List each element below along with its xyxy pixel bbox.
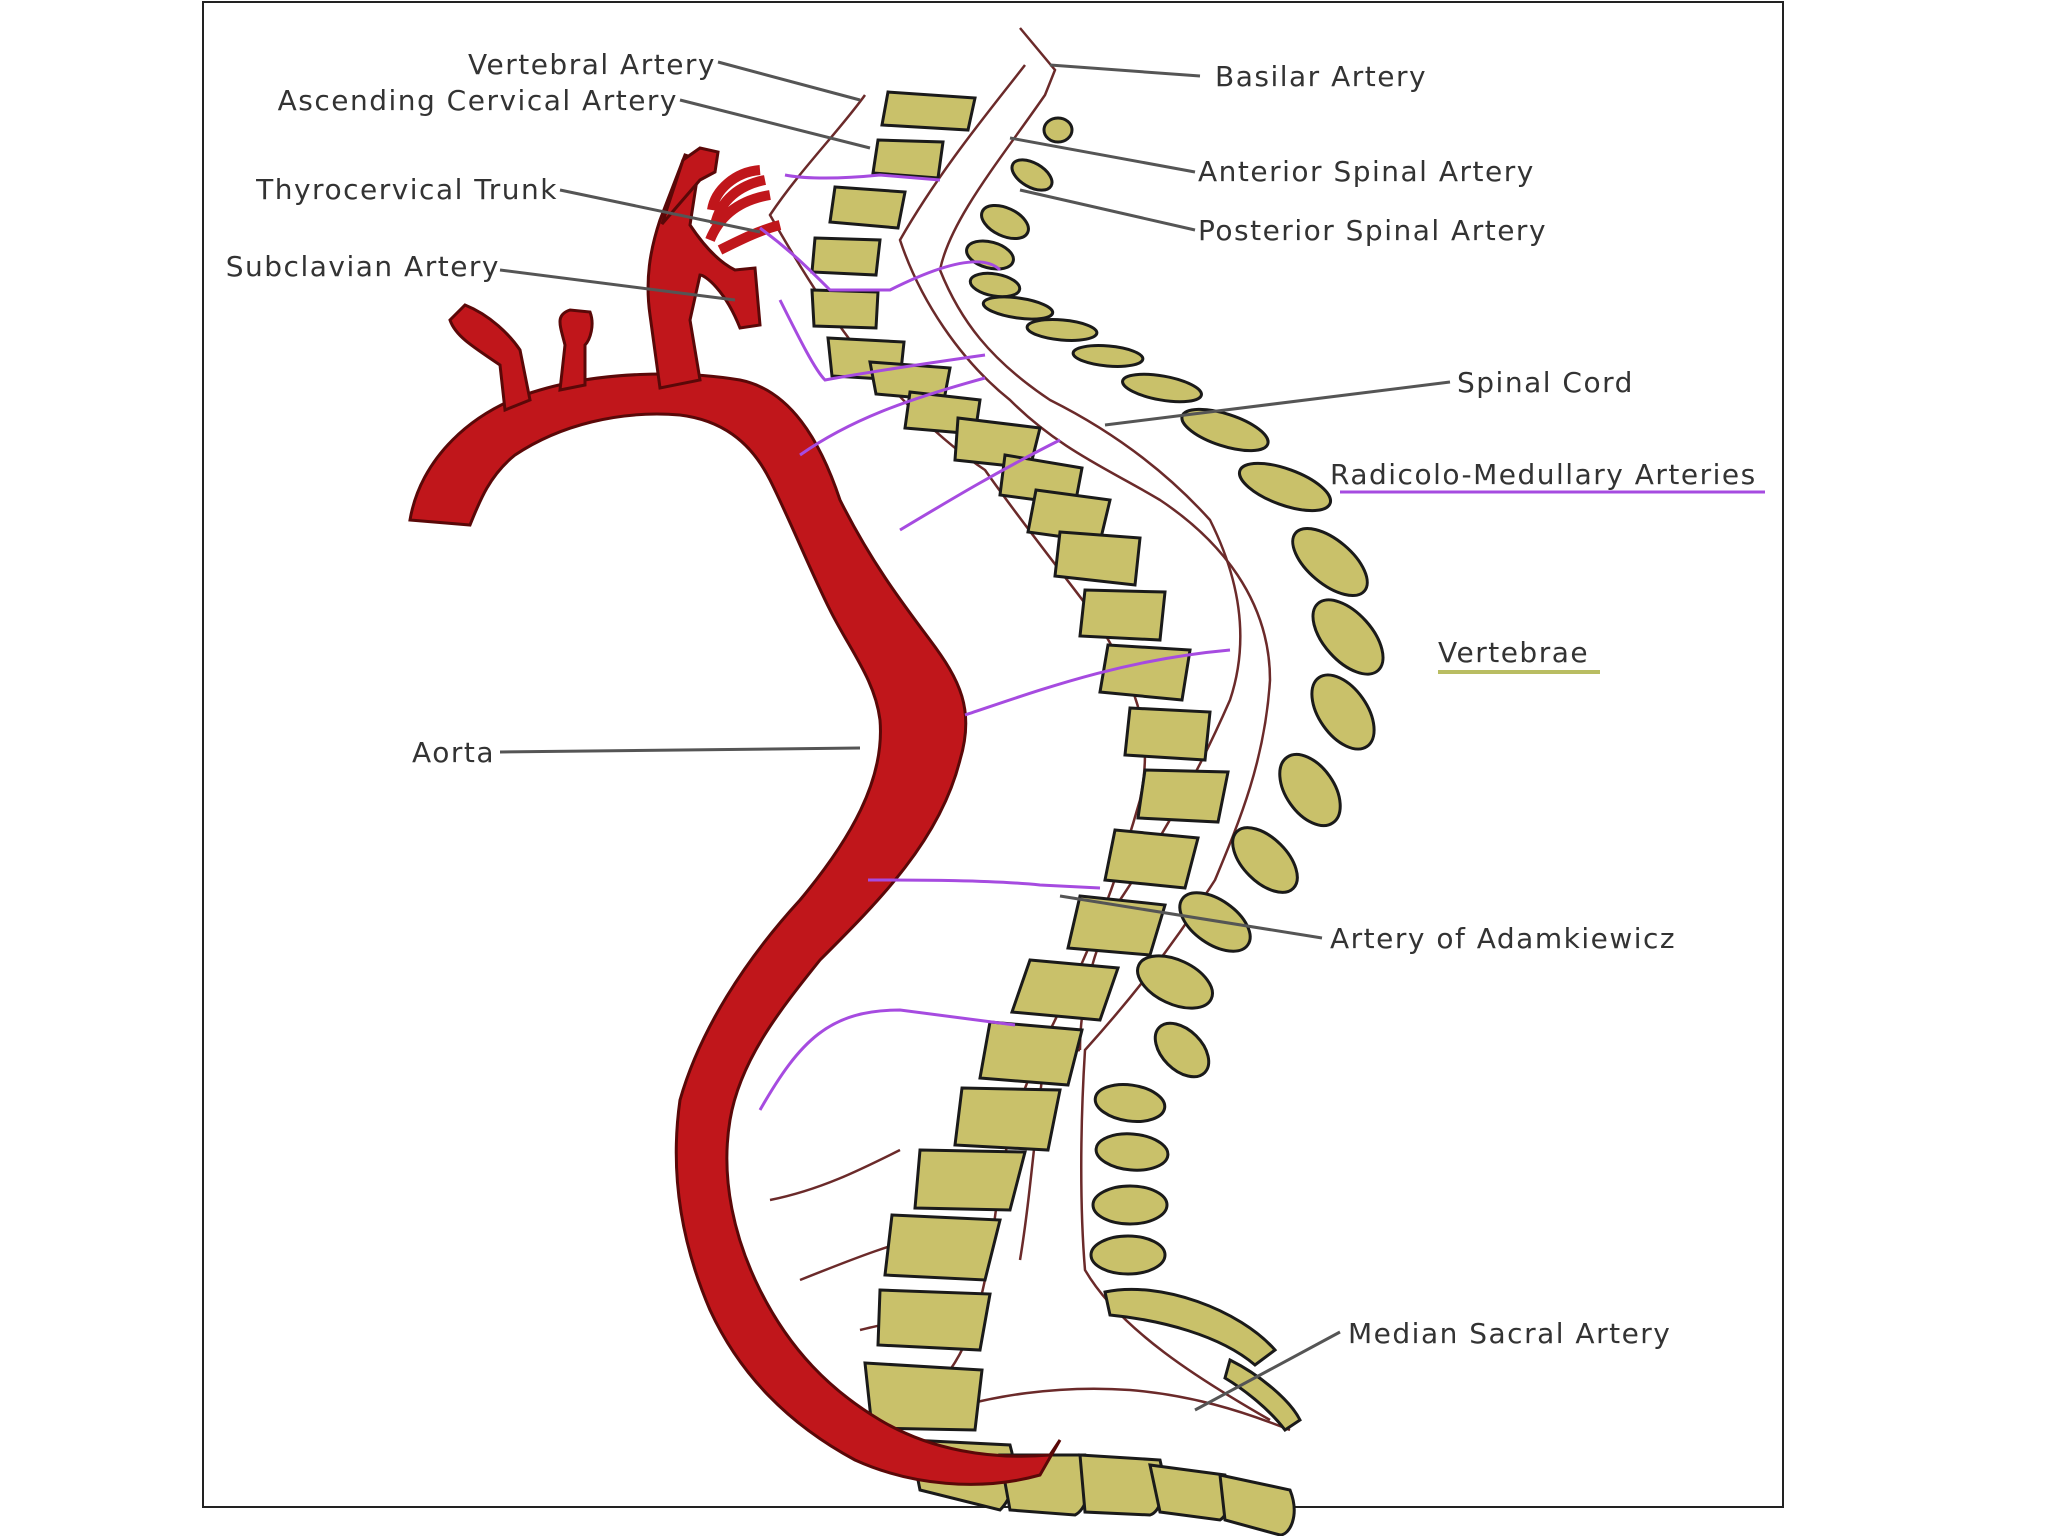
vertebra: [1103, 828, 1200, 890]
vertebra: [953, 1086, 1062, 1152]
radicolo-medullary-arteries: [758, 173, 1231, 1111]
vertebral-artery-branch: [660, 146, 720, 225]
vertebra: [871, 138, 945, 180]
labels: Vertebral Artery Ascending Cervical Arte…: [226, 48, 1765, 1350]
leader-lines: [499, 60, 1451, 1412]
vertebra: [1053, 530, 1142, 587]
vertebra: [1218, 1473, 1296, 1536]
aorta: [408, 372, 1062, 1486]
label-median-sacral-artery: Median Sacral Artery: [1348, 1317, 1671, 1350]
vertebra: [863, 1361, 984, 1432]
common-carotid: [558, 308, 594, 392]
label-anterior-spinal-artery: Anterior Spinal Artery: [1198, 155, 1535, 188]
vertebra: [1078, 588, 1167, 642]
vertebra: [1066, 894, 1167, 957]
thyrocervical-branches: [705, 165, 782, 255]
vertebra: [876, 1288, 992, 1352]
vertebra: [1136, 768, 1230, 824]
label-aorta: Aorta: [412, 736, 495, 769]
vertebral-bodies: [810, 90, 1296, 1536]
spinous-processes: [965, 116, 1385, 1433]
vertebra: [810, 236, 882, 277]
label-basilar-artery: Basilar Artery: [1215, 60, 1427, 93]
label-thyrocervical-trunk: Thyrocervical Trunk: [255, 173, 558, 206]
brachiocephalic: [448, 303, 532, 413]
label-posterior-spinal-artery: Posterior Spinal Artery: [1198, 214, 1547, 247]
vertebra: [1098, 643, 1192, 702]
vertebra: [810, 288, 880, 330]
vertebra: [1123, 706, 1212, 762]
vertebra: [883, 1213, 1002, 1282]
vertebra: [828, 185, 907, 230]
aorta-system: [408, 146, 1062, 1486]
label-artery-of-adamkiewicz: Artery of Adamkiewicz: [1330, 922, 1676, 955]
vertebra: [1148, 1463, 1231, 1522]
label-radicolo-medullary-arteries: Radicolo-Medullary Arteries: [1330, 458, 1757, 491]
vertebra: [1009, 958, 1121, 1022]
label-vertebral-artery: Vertebral Artery: [468, 48, 716, 81]
vertebra: [978, 1020, 1084, 1087]
vertebra: [880, 90, 977, 132]
label-spinal-cord: Spinal Cord: [1457, 366, 1634, 399]
label-subclavian-artery: Subclavian Artery: [226, 250, 500, 283]
vertebra: [913, 1148, 1027, 1212]
label-ascending-cervical-artery: Ascending Cervical Artery: [278, 84, 678, 117]
label-vertebrae: Vertebrae: [1438, 636, 1589, 669]
